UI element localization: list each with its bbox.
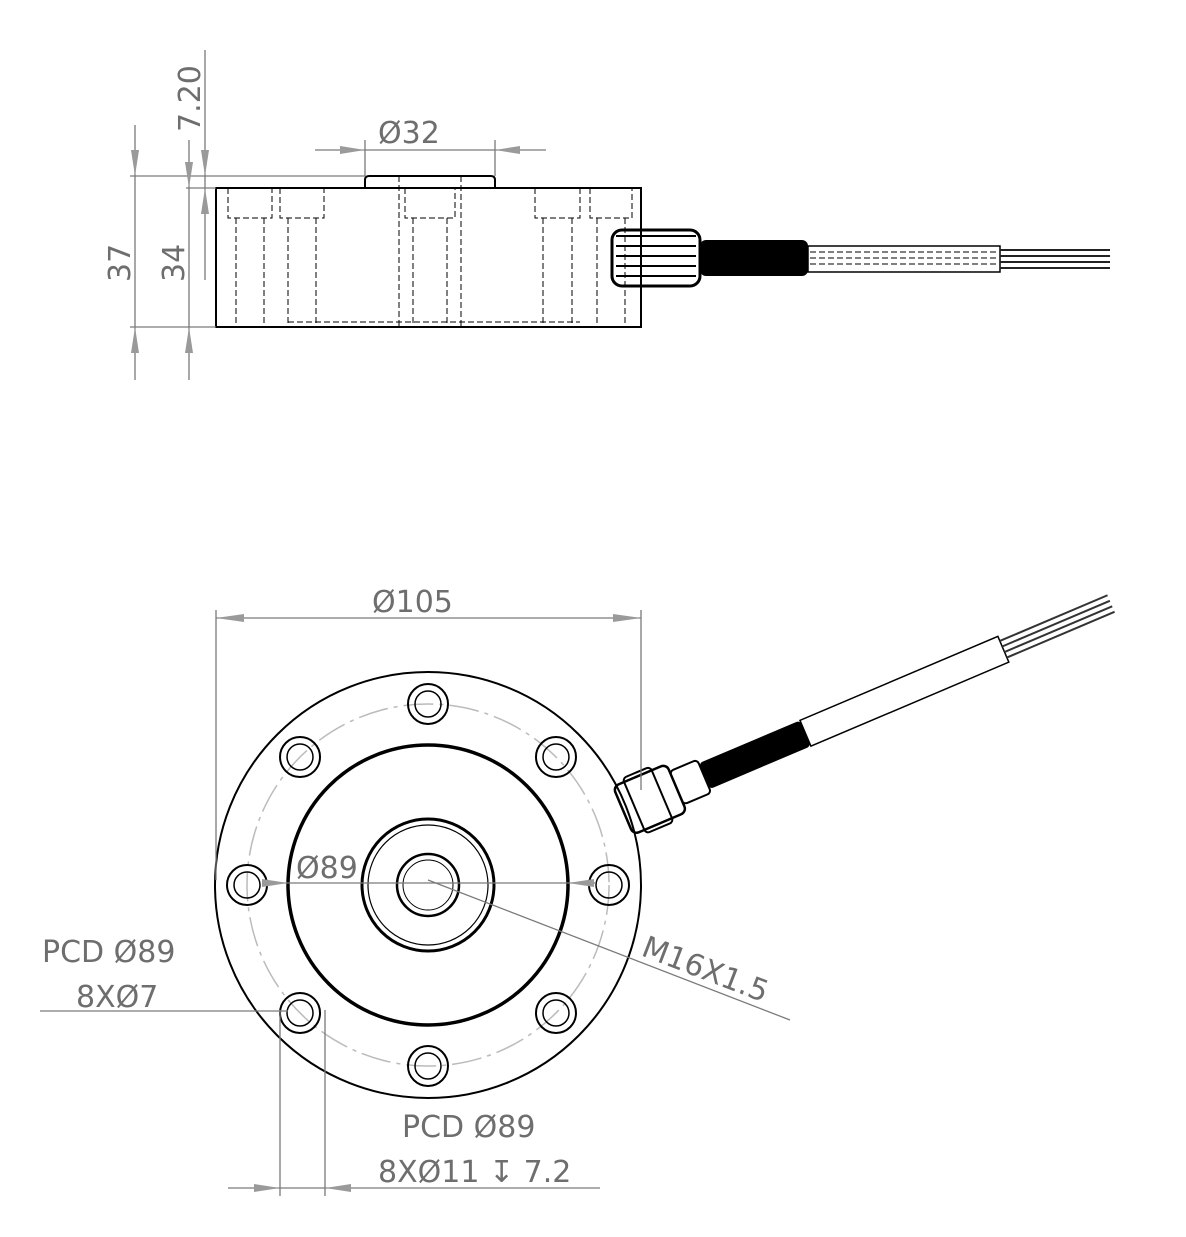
dim-boss-diameter: Ø32 — [378, 116, 440, 151]
dim-thread: M16X1.5 — [637, 930, 773, 1010]
mount-hole — [286, 999, 314, 1027]
cable-assembly — [613, 594, 1115, 834]
mount-hole — [542, 743, 570, 771]
counterbore-hole — [279, 736, 322, 779]
dim-counterbore-spec: 8XØ11 ↧ 7.2 — [378, 1155, 571, 1190]
dim-lines-heights — [130, 50, 365, 380]
hidden-lines — [227, 176, 633, 327]
dim-inner-diameter: Ø89 — [296, 851, 358, 886]
dim-total-height: 37 — [103, 244, 138, 282]
dim-body-height: 34 — [157, 244, 192, 282]
dim-line-counterbore — [228, 1010, 600, 1196]
strain-relief-spring — [700, 240, 808, 276]
mounting-holes — [226, 683, 630, 1087]
cable-sheath — [807, 245, 1001, 273]
inner-ring — [286, 743, 570, 1027]
counterbore-hole — [534, 991, 577, 1034]
counterbore-hole — [407, 683, 449, 725]
top-view: Ø105 Ø89 M16X1.5 PCD Ø89 8XØ7 PCD Ø89 8X… — [40, 585, 1115, 1196]
dim-line-outer-diameter — [215, 610, 642, 880]
body-outline — [215, 187, 642, 328]
dim-outer-diameter: Ø105 — [372, 585, 453, 620]
dim-mount-holes-spec: 8XØ7 — [76, 980, 158, 1015]
mount-hole — [233, 871, 261, 899]
mount-hole — [414, 1052, 442, 1080]
threaded-hole — [395, 852, 461, 918]
leader-thread — [427, 879, 791, 1021]
hub-outer — [360, 817, 496, 953]
cable-wires — [1000, 249, 1110, 269]
dim-boss-height: 7.20 — [173, 65, 208, 132]
mount-hole — [542, 999, 570, 1027]
pcd-circle — [246, 703, 610, 1067]
side-view: Ø32 37 34 7.20 — [103, 50, 1110, 380]
counterbore-hole — [407, 1045, 449, 1087]
counterbore-hole — [534, 736, 577, 779]
mount-hole — [286, 743, 314, 771]
boss-outline — [364, 175, 496, 188]
flange-outline — [214, 671, 642, 1099]
mount-hole — [595, 871, 623, 899]
dim-counterbore-pcd: PCD Ø89 — [402, 1110, 535, 1145]
mount-hole — [414, 690, 442, 718]
dim-mount-holes-pcd: PCD Ø89 — [42, 935, 175, 970]
